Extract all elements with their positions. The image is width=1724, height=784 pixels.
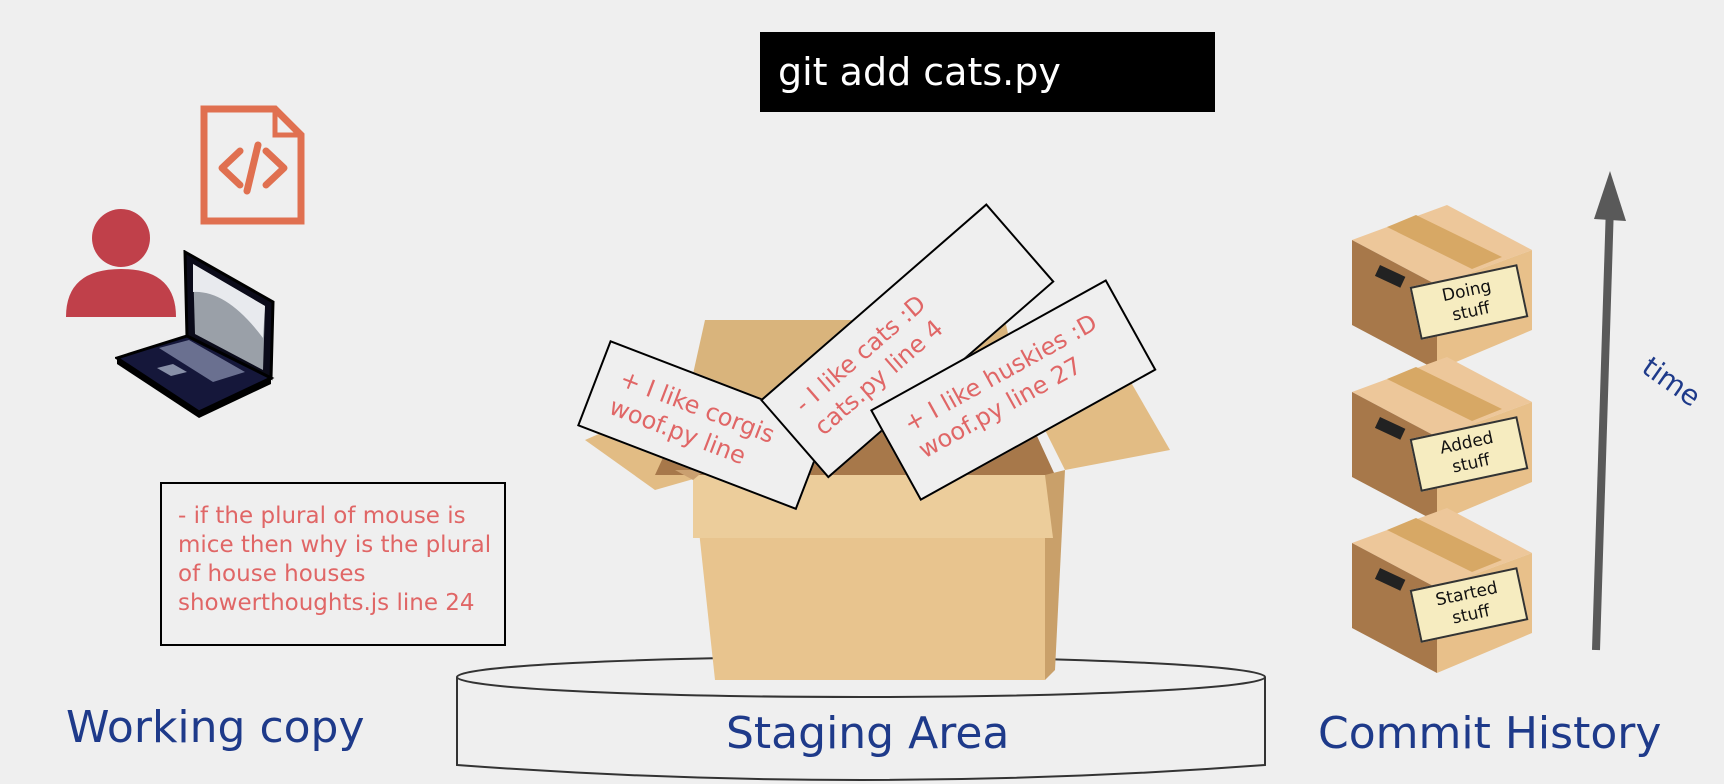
- person-icon: [66, 209, 176, 317]
- command-bar: git add cats.py: [760, 32, 1215, 112]
- staging-area-label: Staging Area: [726, 708, 1010, 759]
- commit-history-label: Commit History: [1318, 708, 1662, 759]
- commit-box: Added stuff: [1352, 357, 1537, 527]
- commit-box: Doing stuff: [1352, 205, 1537, 375]
- commit-box: Started stuff: [1352, 508, 1537, 678]
- note-line: showerthoughts.js line 24: [178, 590, 475, 616]
- note-line: mice then why is the plural: [178, 532, 492, 558]
- note-line: of house houses: [178, 561, 366, 587]
- laptop-icon: [115, 250, 275, 418]
- working-copy-label: Working copy: [66, 702, 365, 753]
- code-file-icon: [200, 105, 305, 225]
- working-change-note: - if the plural of mouse is mice then wh…: [160, 482, 506, 646]
- time-arrow: [1592, 171, 1626, 651]
- time-label: time: [1636, 350, 1707, 414]
- note-line: - if the plural of mouse is: [178, 503, 466, 529]
